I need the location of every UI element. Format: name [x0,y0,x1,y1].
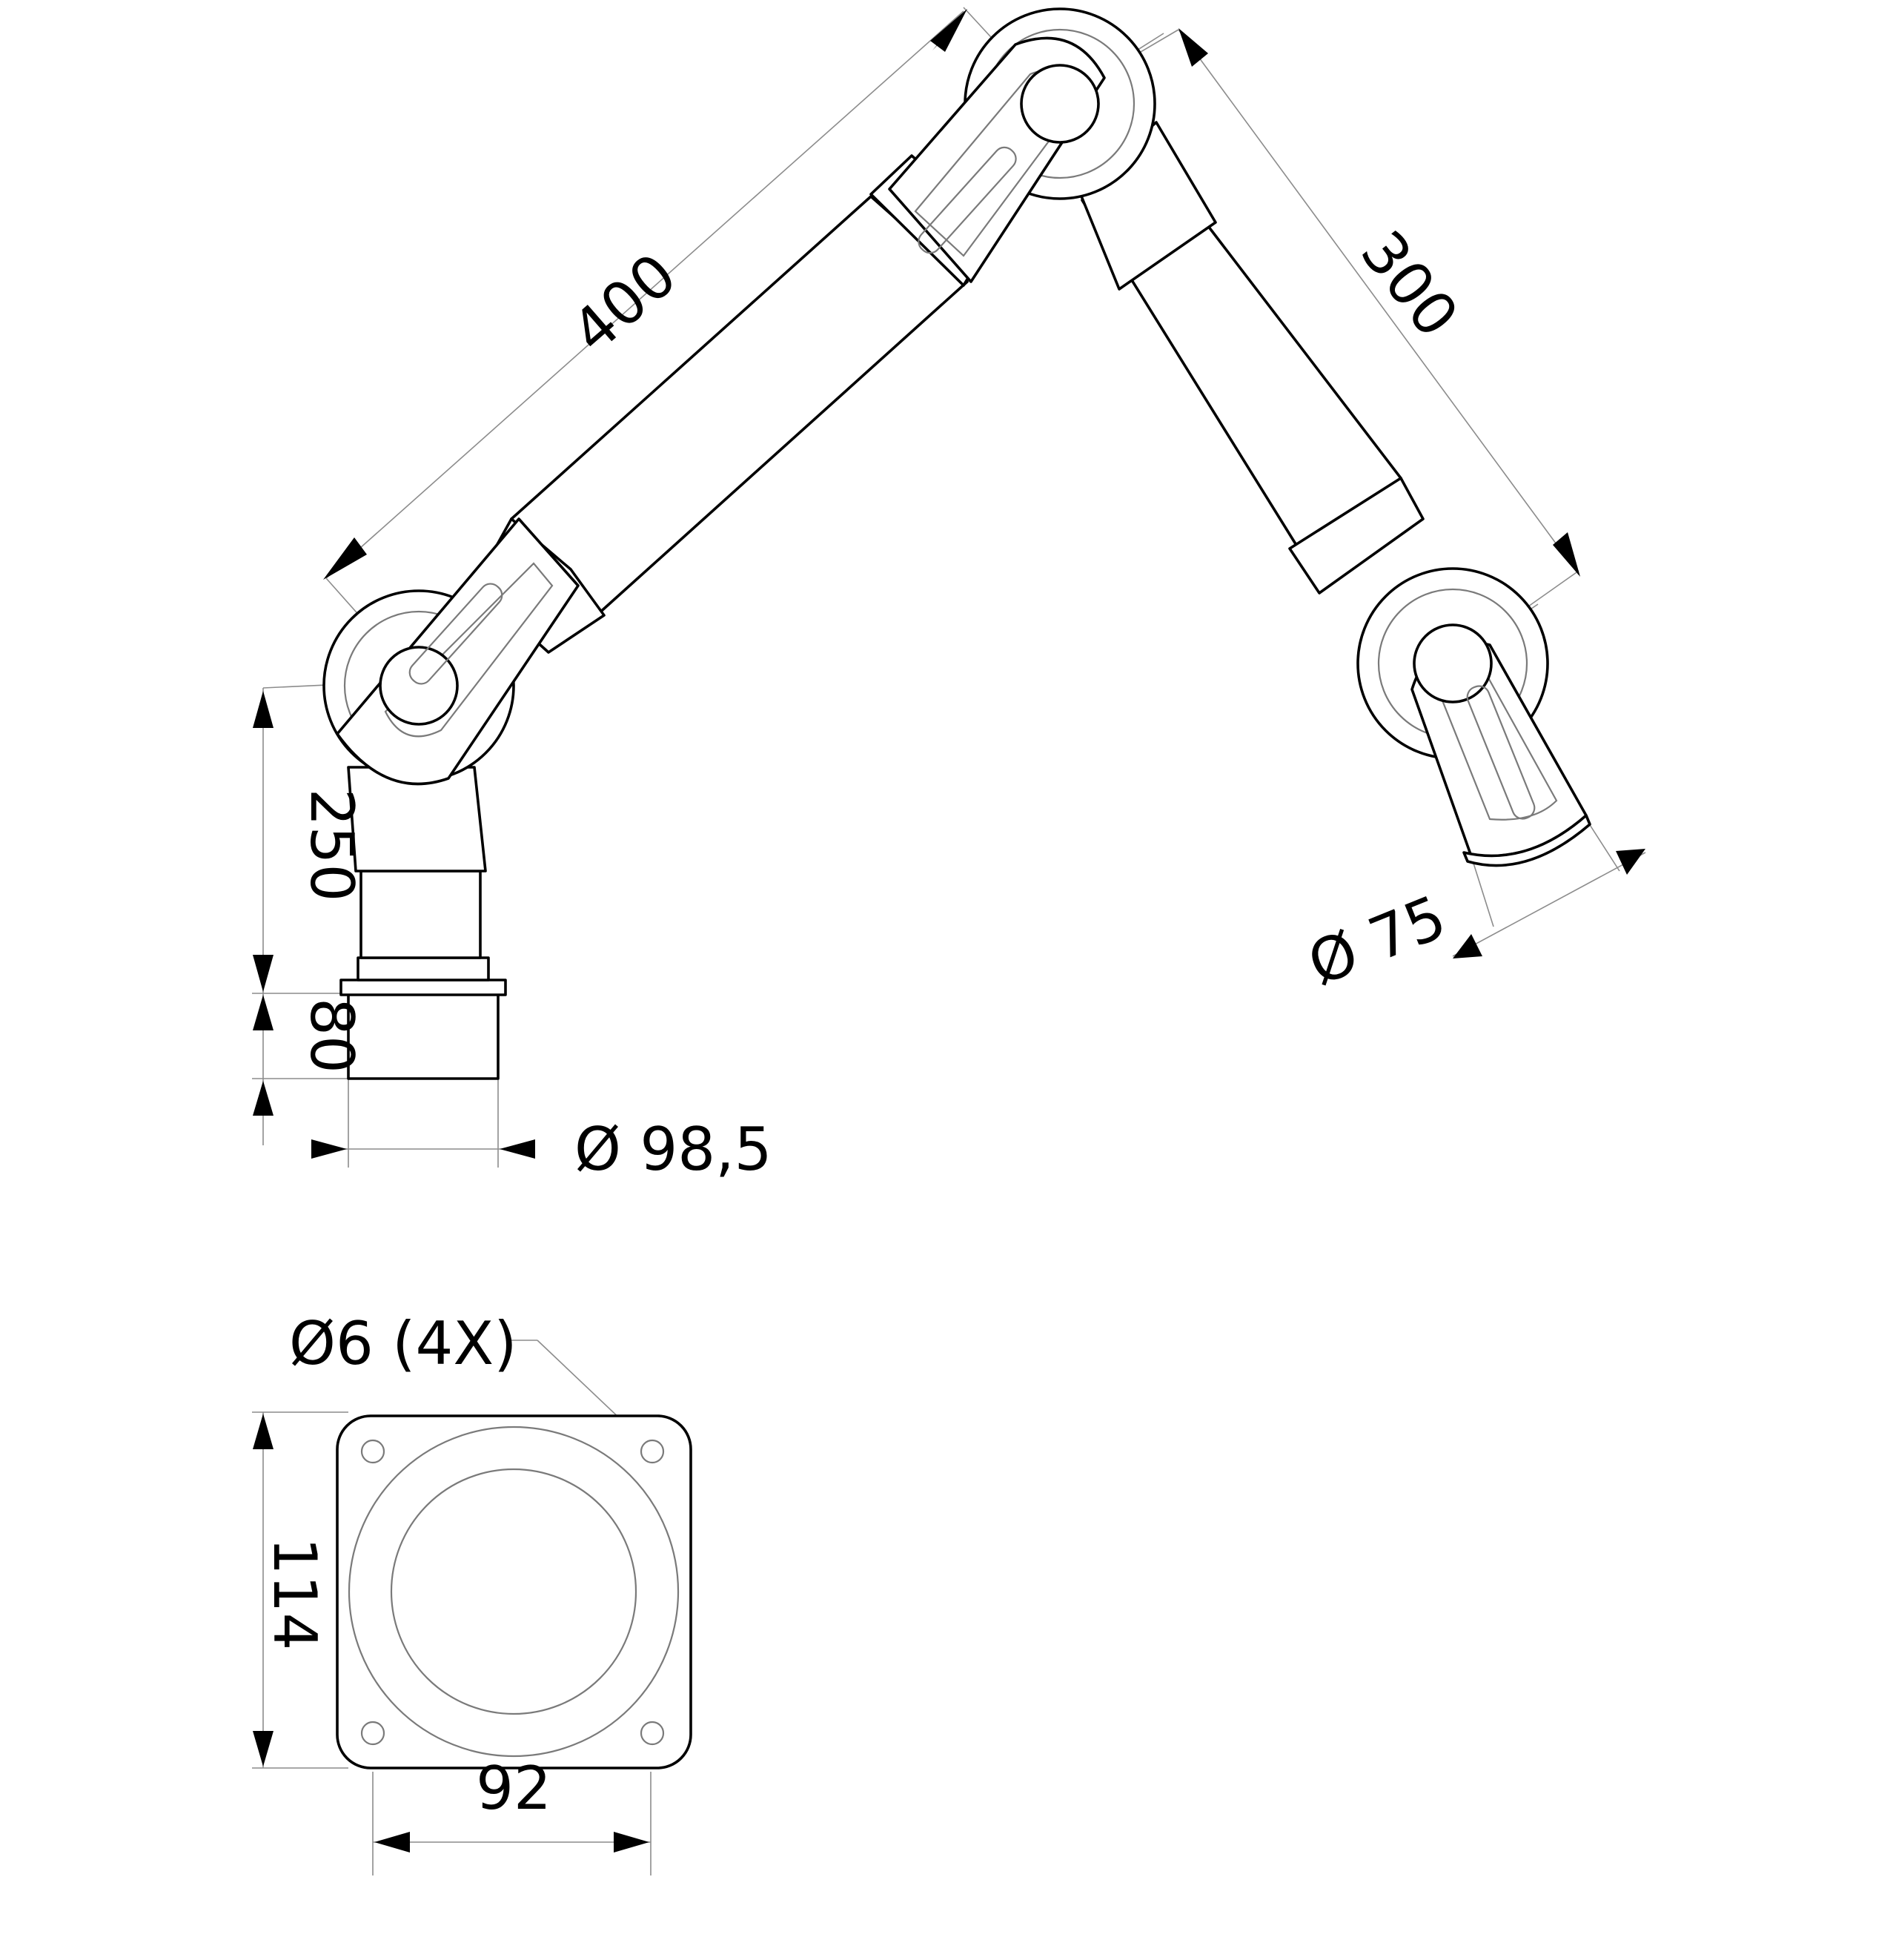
base-flange-ring [339,979,507,996]
dim-250-label: 250 [297,789,366,902]
dim-300-label: 300 [1347,218,1471,350]
dim-80-label: 80 [297,998,366,1073]
dim-hole-label: Ø6 (4X) [289,1309,517,1378]
elbow-joint [888,7,1156,283]
extraction-arm [322,7,1591,1080]
mount-hole-bl [360,1721,385,1746]
mount-hole-tl [360,1439,385,1464]
dim-92-label: 92 [476,1754,551,1823]
dim-114-label: 114 [260,1537,329,1651]
mounting-flange [336,1414,692,1769]
column-tube [359,870,482,959]
upper-arm-tube [510,195,969,617]
mount-hole-br [640,1721,665,1746]
wrist-joint [1356,567,1591,867]
flange-outer-circle [348,1426,680,1758]
forearm-sleeve-lower [1288,477,1425,595]
flange-plate [336,1414,692,1769]
shoulder-joint [322,517,580,786]
flange-inner-circle [390,1468,637,1715]
mount-hole-tr [640,1439,665,1464]
dim-98-5-label: Ø 98,5 [574,1115,772,1184]
base-collar [357,956,490,981]
base-cylinder [347,992,500,1080]
dim-400-label: 400 [559,240,689,366]
column-sleeve [347,766,487,873]
dim-75-label: Ø 75 [1299,882,1455,999]
